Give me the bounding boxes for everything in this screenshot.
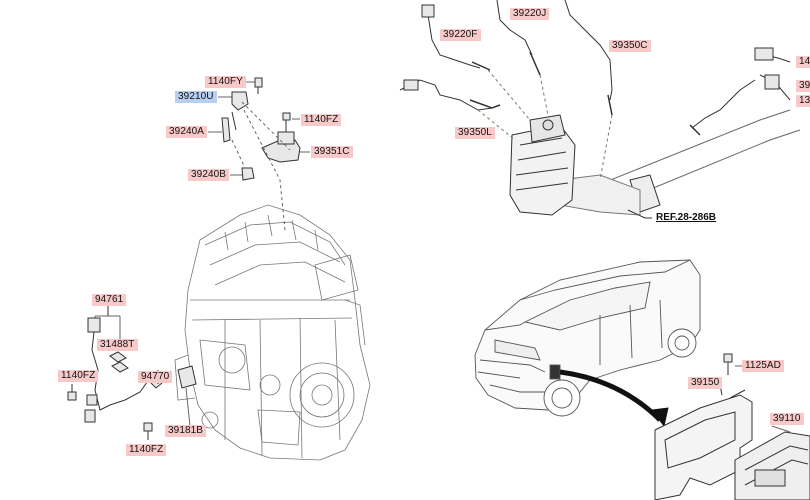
camshaft-sensor-group (208, 77, 310, 231)
reference-label: REF.28-286B (656, 212, 717, 223)
part-label-94761: 94761 (92, 294, 127, 306)
part-label-94770: 94770 (138, 371, 173, 383)
part-label-39351C: 39351C (311, 146, 353, 158)
part-label-edge-39: 39 (796, 80, 810, 92)
vehicle-illustration (474, 259, 701, 428)
part-label-edge-13: 13 (796, 95, 810, 107)
part-label-39181B: 39181B (165, 425, 207, 437)
part-label-39240B: 39240B (188, 169, 230, 181)
part-label-1125AD: 1125AD (742, 360, 784, 372)
part-label-edge-14: 14 (796, 56, 810, 68)
part-label-1140FZ-bottom: 1140FZ (126, 444, 167, 456)
engine-block (174, 204, 371, 461)
part-label-1140FY: 1140FY (205, 76, 246, 88)
part-label-39210U: 39210U (175, 91, 217, 103)
part-label-39150: 39150 (688, 377, 723, 389)
part-label-1140FZ-left: 1140FZ (58, 370, 99, 382)
part-label-31488T: 31488T (97, 339, 138, 351)
part-label-1140FZ-upper: 1140FZ (301, 114, 342, 126)
part-label-39350C: 39350C (609, 40, 651, 52)
part-label-39220J: 39220J (510, 8, 550, 20)
part-label-39110: 39110 (770, 413, 804, 425)
ecu-assembly (654, 353, 810, 500)
part-label-39350L: 39350L (455, 127, 495, 139)
exhaust-assembly (399, 0, 801, 219)
part-label-39240A: 39240A (166, 126, 208, 138)
part-label-39220F: 39220F (440, 29, 481, 41)
